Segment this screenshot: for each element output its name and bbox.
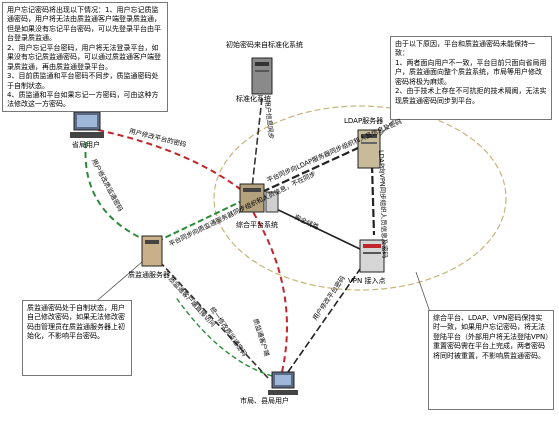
- note-top-right-line-1: 由于以下原因，平台和质监通密码未能保持一致：: [395, 40, 535, 58]
- note-bottom-left: 质监通密码处于自制状态，用户自己修改密码，如果无法修改密码由管理员在质监通服务器…: [22, 300, 132, 376]
- zjt-server-icon: [141, 235, 163, 267]
- label-provincial-user: 省局用户: [72, 141, 100, 149]
- label-ldap-server: LDAP服务器: [344, 117, 384, 125]
- label-city-user: 市局、县局用户: [240, 397, 289, 405]
- edge-city-to-vpn: [287, 261, 366, 373]
- note-top-right: 由于以下原因，平台和质监通密码未能保持一致： 1、两者面向用户不一致，平台目前只…: [390, 36, 552, 120]
- label-initial-password: 初始密码来自标准化系统: [226, 41, 303, 49]
- edge-provincial-to-zjt: [84, 141, 146, 241]
- security-zone-ellipse: [213, 105, 507, 291]
- platform-server-icon: [239, 183, 279, 213]
- standard-system-icon: [251, 57, 273, 95]
- note-pointer-bottom-left: [91, 261, 143, 306]
- note-top-left-line-1: 用户忘记密码将出现以下情况：1、用户忘记质监通密码，用户将无法由质监通客户端登录…: [7, 6, 161, 43]
- label-vpn: VPN 接入点: [348, 277, 386, 285]
- edge-platform-to-vpn: [267, 204, 363, 251]
- edge-standard-to-platform: [251, 97, 263, 189]
- note-bottom-right-line-1: 综合平台、LDAP、VPN密码保持实时一致，如果用户忘记密码，将无法登陆平台（外…: [433, 314, 549, 360]
- edge-city-to-platform: [252, 211, 288, 373]
- note-top-left-line-3: 3、目前质监通和平台密码不同步，质监通密码处于自制状态。: [7, 72, 159, 90]
- note-top-right-line-2: 1、两者面向用户不一致，平台目前只面向省局用户，质监通面向整个质监系统，市局等用…: [395, 58, 547, 86]
- note-top-left: 用户忘记密码将出现以下情况：1、用户忘记质监通密码，用户将无法由质监通客户端登录…: [2, 2, 168, 112]
- edge-ldap-to-vpn: [370, 164, 376, 236]
- edge-platform-to-ldap: [261, 147, 359, 193]
- note-top-right-line-3: 2、由于技术上存在不可抗拒的技术隔阂，无法实现质监通密码同步到平台。: [395, 87, 547, 105]
- provincial-user-icon: [70, 111, 104, 138]
- vpn-icon: [359, 239, 385, 273]
- label-zjt-server: 质监通服务器: [128, 271, 170, 279]
- note-top-left-line-4: 4、质监通和平台如果忘记一方密码，可由这种方法修改这一方密码。: [7, 90, 159, 109]
- edge-platform-to-zjt: [159, 199, 245, 241]
- note-bottom-left-line-1: 质监通密码处于自制状态，用户自己修改密码，如果无法修改密码由管理员在质监通服务器…: [27, 304, 125, 341]
- label-platform: 综合平台系统: [236, 221, 278, 229]
- label-standard-system: 标准化系统: [236, 95, 271, 103]
- ldap-server-icon: [357, 129, 381, 169]
- edge-city-to-zjt: [174, 295, 273, 377]
- note-bottom-right: 综合平台、LDAP、VPN密码保持实时一致，如果用户忘记密码，将无法登陆平台（外…: [428, 310, 554, 410]
- city-user-icon: [268, 371, 298, 395]
- note-top-left-line-2: 2、用户忘记平台密码，用户将无法登录平台，如果没有忘记质监通密码，可以通过质监通…: [7, 43, 161, 71]
- edge-provincial-to-platform: [97, 129, 245, 193]
